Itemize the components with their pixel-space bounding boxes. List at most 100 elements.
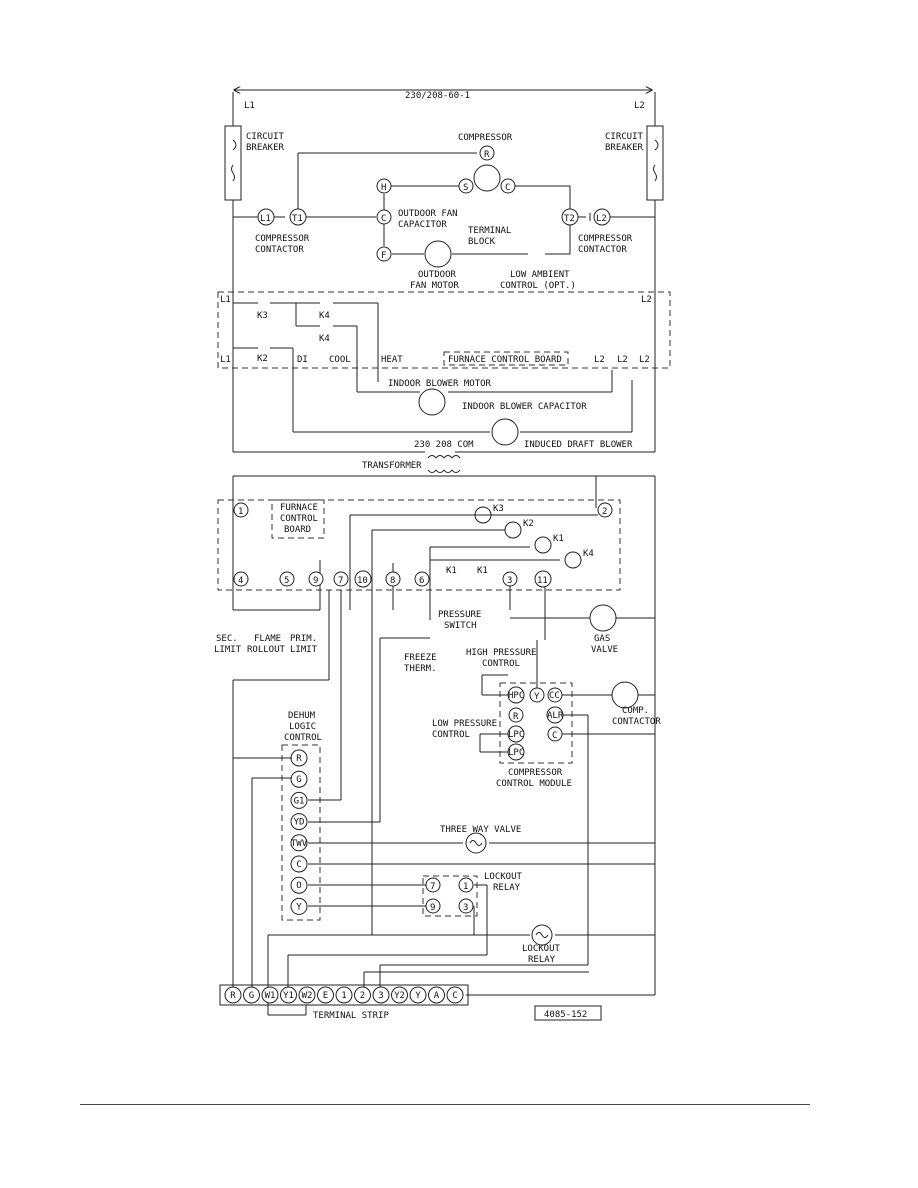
comp-contactor-symbol	[611, 681, 639, 709]
lv-terminal-8	[385, 571, 401, 587]
drawing-number: 4085-152	[544, 1010, 587, 1020]
circuit-breaker-right-label-1: CIRCUIT	[605, 132, 644, 142]
strip-terminal-a	[428, 986, 445, 1004]
lockout-relay-top-label-2: RELAY	[493, 883, 521, 893]
lockout-relay-pin-1	[458, 877, 474, 893]
high-pressure-control-label-2: CONTROL	[482, 659, 520, 669]
l1-supply-label: L1	[244, 101, 255, 111]
transformer-label: TRANSFORMER	[362, 461, 422, 471]
svg-text:HPC: HPC	[508, 691, 524, 701]
lv-terminal-1	[233, 502, 249, 518]
dehum-label-2: LOGIC	[289, 722, 316, 732]
svg-text:C: C	[381, 214, 386, 224]
svg-text:F: F	[381, 251, 386, 261]
prim-limit-label-1: PRIM.	[290, 634, 317, 644]
sec-limit-label-1: SEC.	[216, 634, 238, 644]
hv-board-wiring	[232, 285, 656, 453]
strip-terminal-3-label: 3	[378, 991, 383, 1001]
dehum-terminal-c-label: C	[296, 860, 301, 870]
strip-terminal-r-label: R	[230, 991, 236, 1001]
strip-terminal-c-label: C	[452, 991, 457, 1001]
strip-terminal-2	[354, 986, 371, 1004]
dehum-terminal-o-label: O	[296, 881, 301, 891]
relay-k1-coil	[534, 536, 552, 554]
contactor-right-label-1: COMPRESSOR	[578, 234, 633, 244]
contactor-right-label-2: CONTACTOR	[578, 245, 627, 255]
furnace-control-board-lv-box	[271, 499, 325, 539]
module-wiring	[379, 640, 655, 988]
svg-text:K1: K1	[553, 534, 564, 544]
lv-terminal-9	[308, 571, 324, 587]
three-way-valve-label: THREE WAY VALVE	[440, 825, 521, 835]
module-terminal-alr	[546, 706, 564, 724]
module-terminal-lpc-2	[507, 743, 525, 761]
hv-l1-top-label: L1	[220, 295, 231, 305]
lockout-relay-pin-9	[425, 898, 441, 914]
svg-text:K3: K3	[493, 504, 504, 514]
svg-text:K2: K2	[523, 519, 534, 529]
dehum-terminal-g1	[290, 791, 308, 809]
dehum-terminal-g	[290, 770, 308, 788]
strip-terminal-w1-label: W1	[265, 991, 276, 1001]
dehum-terminal-twv	[290, 834, 308, 852]
hv-l2-b-label: L2	[617, 355, 628, 365]
relay-k2-coil	[504, 521, 522, 539]
low-ambient-control-label-1: LOW AMBIENT	[510, 270, 570, 280]
strip-terminal-r	[224, 986, 242, 1004]
hv-heat-label: HEAT	[381, 355, 403, 365]
furnace-control-board-hv	[217, 291, 671, 369]
compressor-label: COMPRESSOR	[458, 133, 513, 143]
svg-text:ALR: ALR	[547, 711, 564, 721]
contactor-terminal-t2-label: T2	[564, 214, 575, 224]
circuit-breaker-right	[646, 125, 664, 201]
outdoor-fan-motor-label-2: FAN MOTOR	[410, 281, 459, 291]
svg-text:LPC: LPC	[508, 748, 524, 758]
hv-l2-c-label: L2	[639, 355, 650, 365]
lv-terminal-7	[333, 571, 349, 587]
dehum-terminal-yd-label: YD	[294, 818, 305, 828]
svg-text:R: R	[484, 150, 490, 160]
relay-k4-coil	[564, 551, 582, 569]
strip-terminal-y1	[280, 986, 297, 1004]
relay-k3-coil	[474, 506, 492, 524]
lv-terminal-5	[279, 571, 295, 587]
contactor-left-label-2: CONTACTOR	[255, 245, 304, 255]
svg-text:10: 10	[357, 576, 368, 586]
compressor-control-module-label-1: COMPRESSOR	[508, 768, 563, 778]
svg-text:7: 7	[430, 882, 435, 892]
strip-terminal-3	[372, 986, 390, 1004]
furnace-control-board-hv-label: FURNACE CONTROL BOARD	[448, 355, 562, 365]
strip-terminal-c	[446, 986, 464, 1004]
strip-terminal-e	[317, 986, 334, 1004]
indoor-blower-capacitor-label: INDOOR BLOWER CAPACITOR	[462, 402, 587, 412]
low-pressure-control-label-2: CONTROL	[432, 730, 470, 740]
svg-text:CC: CC	[549, 691, 560, 701]
strip-terminal-e-label: E	[323, 991, 328, 1001]
svg-text:LPC: LPC	[508, 730, 524, 740]
outdoor-fan-motor-symbol	[424, 240, 452, 268]
dehum-logic-control-box	[281, 744, 321, 921]
hv-l1-bottom-label: L1	[220, 355, 231, 365]
low-ambient-control-label-2: CONTROL (OPT.)	[500, 281, 576, 291]
indoor-blower-motor-symbol	[418, 388, 446, 416]
strip-terminal-w1	[261, 986, 279, 1004]
lv-terminal-6	[414, 571, 430, 587]
pressure-switch-label-2: SWITCH	[444, 621, 477, 631]
dehum-terminal-r-label: R	[296, 754, 302, 764]
circuit-breaker-left	[224, 125, 242, 201]
pressure-switch-label-1: PRESSURE	[438, 610, 481, 620]
strip-terminal-y2	[391, 986, 408, 1004]
lockout-relay-top-label-1: LOCKOUT	[484, 872, 523, 882]
terminal-block-label-2: BLOCK	[468, 237, 496, 247]
compressor-terminal-c	[500, 178, 516, 194]
induced-draft-blower-label: INDUCED DRAFT BLOWER	[524, 440, 633, 450]
dehum-terminal-g1-label: G1	[294, 796, 305, 806]
strip-terminal-1-label: 1	[341, 991, 346, 1001]
svg-text:Y: Y	[534, 692, 540, 702]
svg-text:H: H	[381, 183, 386, 193]
lockout-relay-bottom-label-2: RELAY	[528, 955, 556, 965]
prim-limit-label-2: LIMIT	[290, 645, 318, 655]
svg-text:C: C	[552, 731, 557, 741]
dehum-terminal-y	[290, 897, 308, 915]
